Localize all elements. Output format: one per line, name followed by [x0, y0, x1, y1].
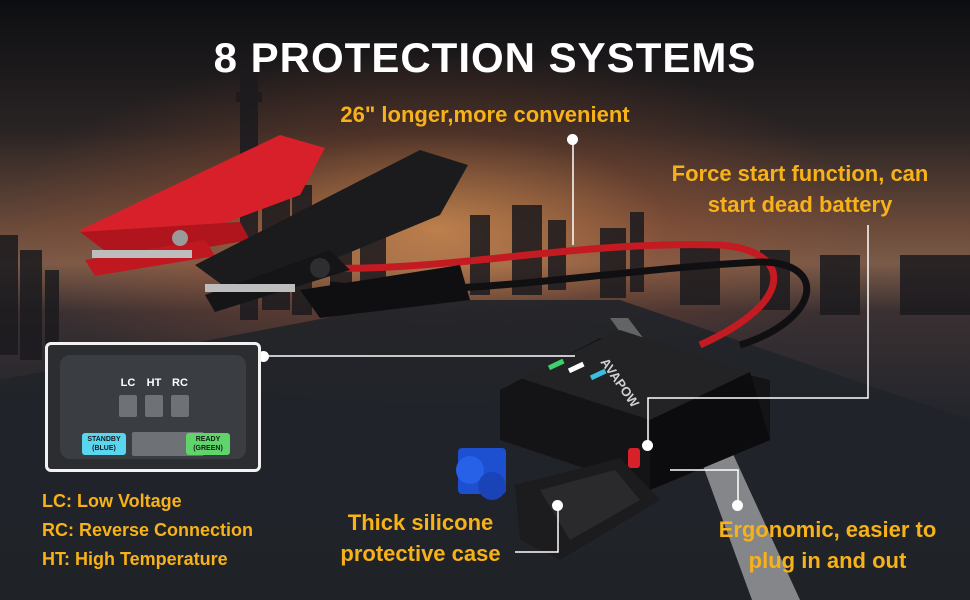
legend-ht: HT: High Temperature [42, 549, 228, 569]
ergonomic-line-2: plug in and out [748, 548, 907, 573]
ec5-connector [456, 448, 506, 500]
ergonomic-callout-dot [732, 500, 743, 511]
black-clamp [195, 150, 470, 318]
red-cable [269, 241, 778, 349]
indicator-panel-face: LC HT RC STANDBY (BLUE) READY (GREEN) [60, 355, 246, 459]
force-start-line-1: Force start function, can [671, 161, 929, 186]
rc-indicator [171, 395, 189, 417]
silicone-cap [515, 458, 660, 560]
silicone-callout-dot [552, 500, 563, 511]
force-start-line-2: start dead battery [707, 192, 893, 217]
rc-label: RC [172, 377, 188, 389]
ht-indicator [145, 395, 163, 417]
silicone-callout: Thick silicone protective case [318, 507, 523, 569]
callout-leader-lines [263, 140, 869, 553]
ergonomic-line-1: Ergonomic, easier to [718, 517, 937, 542]
ergonomic-callout: Ergonomic, easier to plug in and out [690, 514, 965, 576]
silicone-line-1: Thick silicone [347, 510, 494, 535]
cable-length-text: 26" longer,more convenient [340, 102, 630, 127]
cable-length-callout: 26" longer,more convenient [300, 99, 670, 130]
standby-indicator: STANDBY (BLUE) [82, 433, 126, 455]
force-start-callout: Force start function, can start dead bat… [640, 158, 960, 220]
abbreviation-legend: LC: Low Voltage RC: Reverse Connection H… [42, 487, 253, 574]
ready-sublabel: (GREEN) [193, 445, 223, 452]
ready-indicator: READY (GREEN) [186, 433, 230, 455]
force-start-button [628, 448, 640, 468]
standby-label: STANDBY [87, 436, 121, 443]
lc-label: LC [120, 377, 136, 389]
force-start-callout-dot [642, 440, 653, 451]
page-title: 8 PROTECTION SYSTEMS [213, 34, 757, 81]
standby-sublabel: (BLUE) [92, 445, 116, 452]
legend-rc: RC: Reverse Connection [42, 520, 254, 540]
lc-indicator [119, 395, 137, 417]
legend-lc: LC: Low Voltage [42, 491, 182, 511]
cable-callout-dot [567, 134, 578, 145]
red-clamp [80, 135, 325, 276]
indicator-panel: LC HT RC STANDBY (BLUE) READY (GREEN) [45, 342, 261, 472]
silicone-line-2: protective case [340, 541, 501, 566]
panel-callout-dot [258, 351, 269, 362]
ready-label: READY [195, 436, 221, 443]
ht-label: HT [146, 377, 162, 389]
